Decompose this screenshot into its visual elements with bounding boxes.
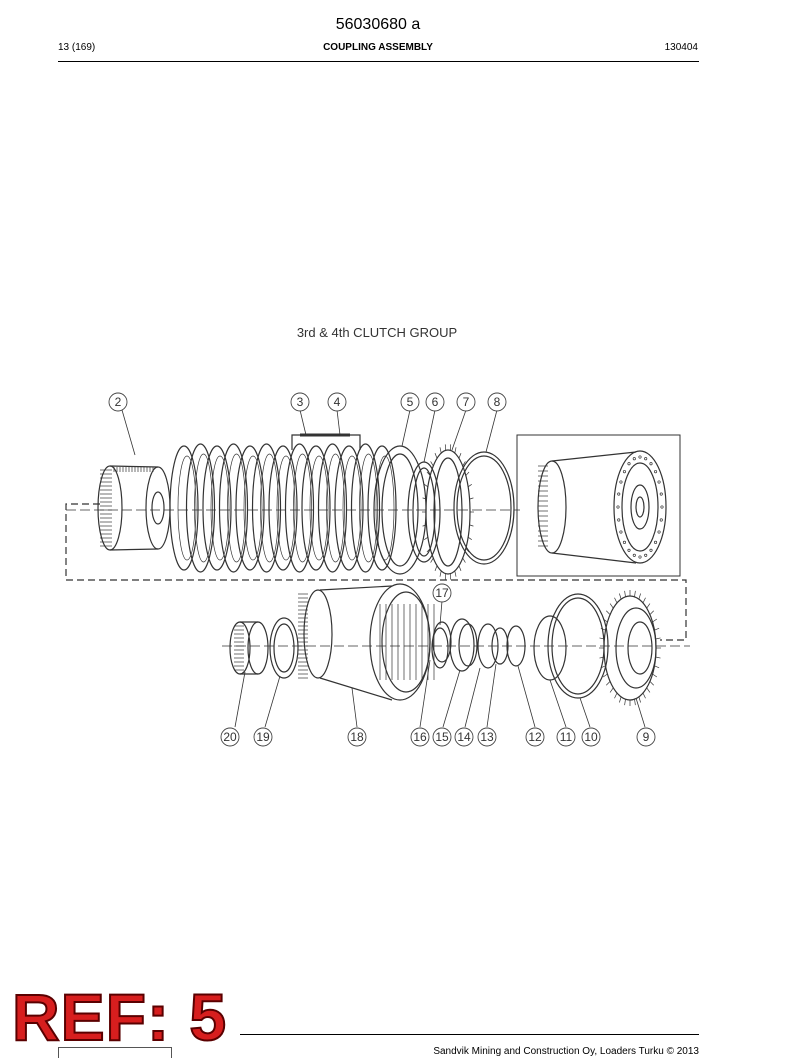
callout-label-7: 7: [463, 395, 470, 409]
callout-label-8: 8: [494, 395, 501, 409]
callout-label-3: 3: [297, 395, 304, 409]
bearing-15: [450, 619, 474, 671]
doc-number: 56030680 a: [0, 16, 756, 34]
exploded-view-drawing: 2 3 4 5 6 7 8 17 20 19 18 16 15 14 13 12…: [0, 380, 794, 760]
drum-18: [298, 584, 434, 700]
callout-label-15: 15: [435, 730, 449, 744]
bracket-3-4: [292, 435, 360, 450]
callout-10: 10: [582, 728, 600, 746]
date-code: 130404: [665, 42, 698, 53]
callout-8: 8: [488, 393, 506, 411]
callout-label-11: 11: [560, 730, 573, 744]
callout-label-18: 18: [350, 730, 364, 744]
callout-2: 2: [109, 393, 127, 411]
callout-label-10: 10: [584, 730, 598, 744]
ref-stamp: REF: 5: [12, 984, 227, 1050]
gear-9: [604, 596, 656, 700]
callout-5: 5: [401, 393, 419, 411]
callout-20: 20: [221, 728, 239, 746]
footer-rule: [240, 1034, 699, 1035]
callout-19: 19: [254, 728, 272, 746]
callout-16: 16: [411, 728, 429, 746]
callout-label-14: 14: [457, 730, 471, 744]
page-title: COUPLING ASSEMBLY: [0, 42, 756, 53]
callout-11: 11: [557, 728, 575, 746]
callout-3: 3: [291, 393, 309, 411]
figure-title: 3rd & 4th CLUTCH GROUP: [0, 325, 754, 340]
callout-7: 7: [457, 393, 475, 411]
bearing-20: [230, 622, 268, 674]
callout-label-2: 2: [115, 395, 122, 409]
drum-inset: [538, 451, 666, 563]
callout-6: 6: [426, 393, 444, 411]
callout-12: 12: [526, 728, 544, 746]
hub-part: [98, 466, 170, 550]
callout-label-20: 20: [223, 730, 237, 744]
callout-label-13: 13: [480, 730, 494, 744]
callout-label-6: 6: [432, 395, 439, 409]
callout-4: 4: [328, 393, 346, 411]
callout-18: 18: [348, 728, 366, 746]
callout-label-9: 9: [643, 730, 650, 744]
footer-copyright: Sandvik Mining and Construction Oy, Load…: [433, 1046, 699, 1057]
clutch-disc-stack: [170, 444, 396, 572]
callout-label-19: 19: [256, 730, 270, 744]
callout-14: 14: [455, 728, 473, 746]
callout-15: 15: [433, 728, 451, 746]
ring-8: [454, 452, 514, 564]
callout-label-16: 16: [413, 730, 427, 744]
header-rule: [58, 61, 699, 62]
callout-label-12: 12: [528, 730, 542, 744]
callout-17: 17: [433, 584, 451, 602]
callout-13: 13: [478, 728, 496, 746]
callout-9: 9: [637, 728, 655, 746]
callout-label-17: 17: [435, 586, 449, 600]
ring-7: [426, 450, 470, 574]
callout-label-4: 4: [334, 395, 341, 409]
callout-label-5: 5: [407, 395, 414, 409]
